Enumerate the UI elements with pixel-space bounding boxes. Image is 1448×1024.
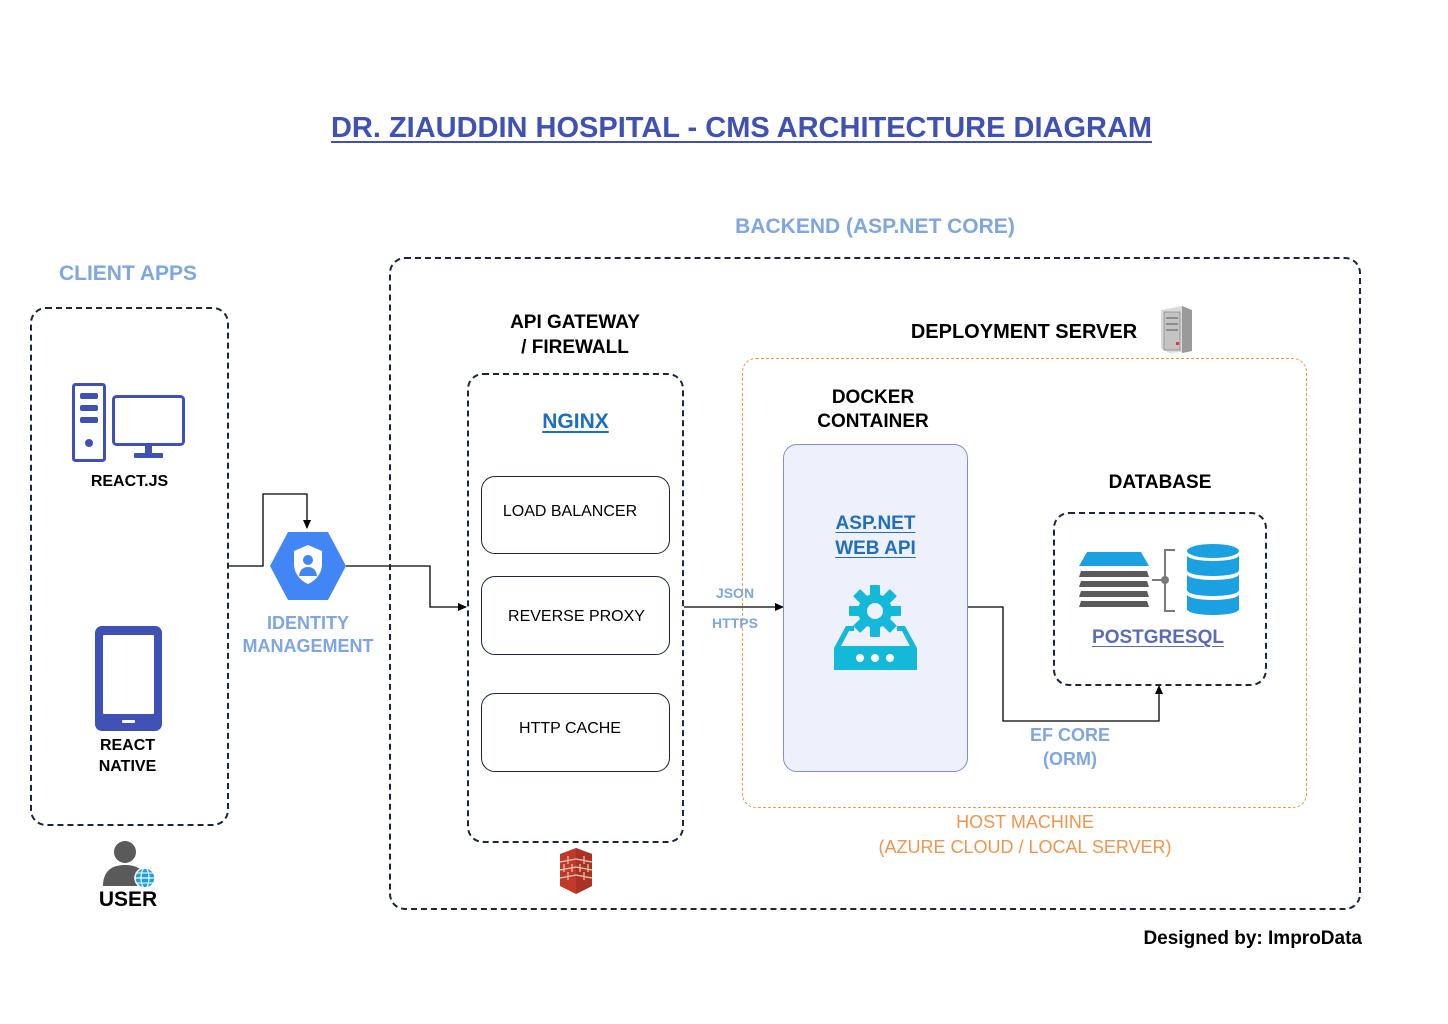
user-label: USER (98, 888, 158, 911)
designer-credit: Designed by: ImproData (1143, 928, 1362, 949)
react-native-label-line1: REACT (99, 737, 156, 754)
docker-title-line1: DOCKER (831, 387, 915, 408)
diagram-title: DR. ZIAUDDIN HOSPITAL - CMS ARCHITECTURE… (330, 112, 1153, 144)
firewall-icon (559, 848, 593, 894)
reverse-proxy-label: REVERSE PROXY (508, 608, 645, 625)
http-cache-box: HTTP CACHE (481, 693, 670, 772)
deployment-server-title: DEPLOYMENT SERVER (910, 321, 1138, 343)
http-cache-label: HTTP CACHE (519, 720, 621, 737)
client-apps-label: CLIENT APPS (58, 262, 198, 285)
desktop-computer-icon (72, 383, 185, 462)
react-native-label-line2: NATIVE (98, 758, 157, 775)
mobile-phone-icon (95, 626, 162, 731)
aspnet-web-api-link-line1[interactable]: ASP.NET (835, 513, 916, 534)
backend-label: BACKEND (ASP.NET CORE) (735, 215, 1015, 238)
host-machine-group (742, 358, 1307, 808)
load-balancer-box: LOAD BALANCER (481, 476, 670, 554)
aspnet-web-api-link-line2[interactable]: WEB API (835, 538, 916, 559)
docker-title-line2: CONTAINER (817, 411, 929, 432)
json-label: JSON (715, 585, 755, 601)
https-label: HTTPS (712, 615, 758, 631)
host-machine-label-line2: (AZURE CLOUD / LOCAL SERVER) (878, 837, 1172, 857)
host-machine-label-line1: HOST MACHINE (956, 812, 1094, 832)
postgresql-link[interactable]: POSTGRESQL (1092, 627, 1224, 648)
database-group (1053, 512, 1267, 686)
user-globe-icon (103, 841, 156, 889)
identity-to-gateway-arrow (346, 565, 467, 611)
api-to-database-arrow (968, 606, 1163, 722)
identity-label-line2: MANAGEMENT (242, 636, 374, 656)
gateway-group (467, 373, 684, 843)
identity-label-line1: IDENTITY (266, 613, 349, 633)
server-tower-icon (1161, 306, 1192, 353)
api-service-gear-icon (834, 585, 917, 670)
client-to-identity-arrow (229, 493, 311, 567)
reverse-proxy-box: REVERSE PROXY (481, 576, 670, 655)
react-js-label: REACT.JS (90, 473, 169, 490)
backend-group (389, 257, 1361, 910)
gateway-title-line1: API GATEWAY (510, 312, 640, 333)
client-apps-group (30, 307, 229, 826)
nginx-link[interactable]: NGINX (542, 410, 609, 433)
gateway-title-line2: / FIREWALL (521, 337, 629, 358)
load-balancer-label: LOAD BALANCER (502, 503, 638, 520)
identity-shield-icon (270, 532, 346, 600)
database-title: DATABASE (1108, 472, 1212, 493)
database-layers-icon (1079, 544, 1239, 615)
ef-core-label-line1: EF CORE (1029, 725, 1110, 745)
ef-core-label-line2: (ORM) (1043, 749, 1097, 769)
